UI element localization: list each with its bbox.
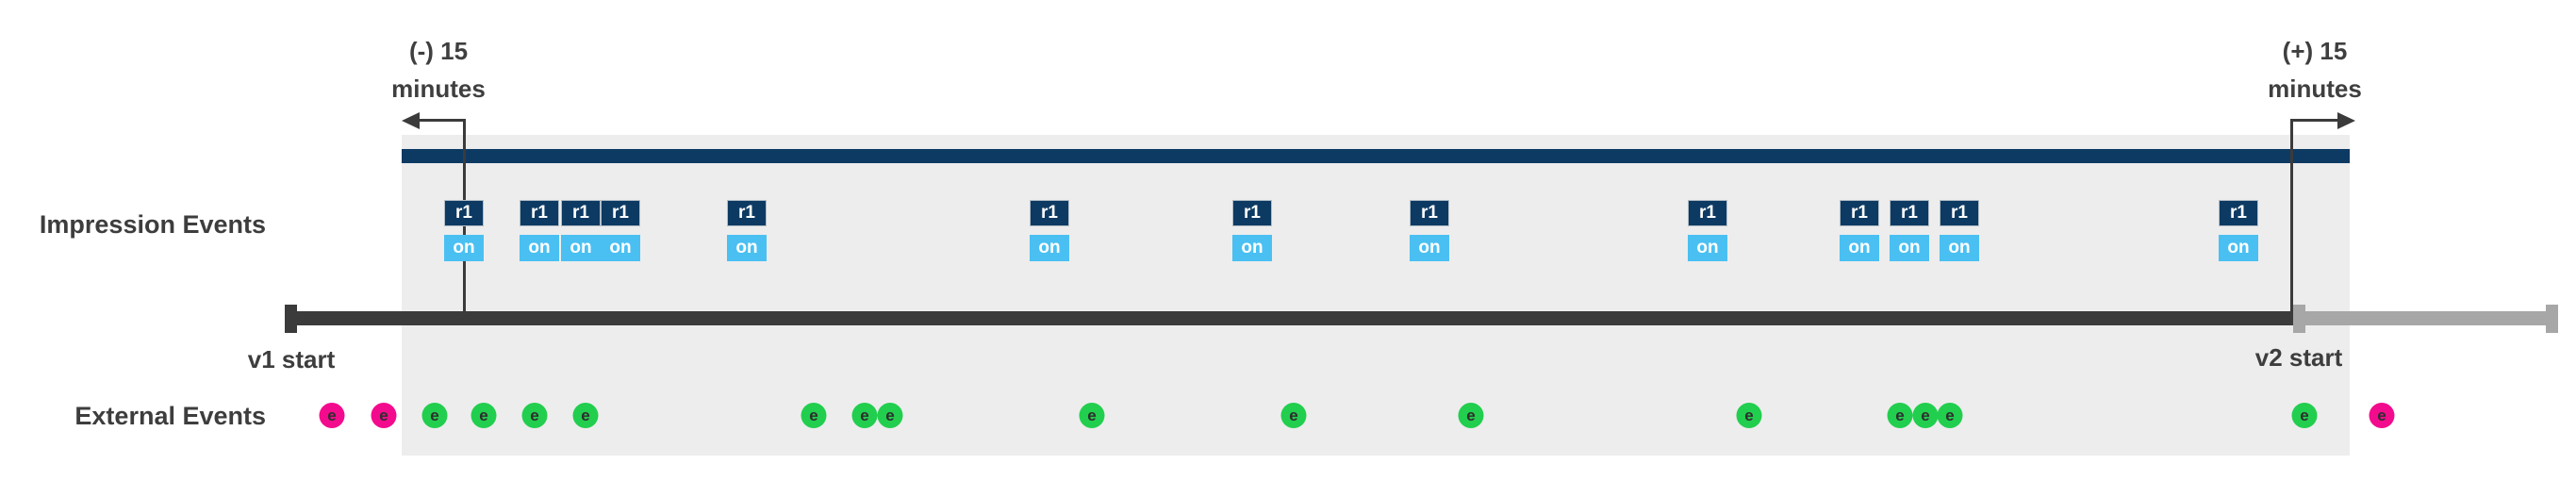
impression-badge-on: on [561, 235, 601, 261]
v1-start-cap [285, 305, 297, 333]
external-event-dot-green: e [1937, 403, 1963, 428]
impression-badge-r1: r1 [1030, 200, 1069, 226]
v2-start-label: v2 start [2254, 343, 2343, 372]
minus-15-line1: (-) 15 [408, 37, 469, 65]
v1-start-label: v1 start [247, 345, 336, 373]
impression-badge-r1: r1 [2219, 200, 2258, 226]
minus-15-line2: minutes [391, 75, 486, 103]
external-event-dot-green: e [851, 403, 878, 428]
campaign-bar [402, 149, 2350, 163]
minus-arrow-shaft [415, 119, 465, 122]
impression-badge-on: on [601, 235, 640, 261]
impression-badge-on: on [1410, 235, 1449, 261]
impression-badge-on: on [1840, 235, 1879, 261]
impression-badge-r1: r1 [727, 200, 767, 226]
experiment-window-band [402, 135, 2350, 456]
external-event-dot-green: e [1458, 403, 1484, 428]
external-event-dot-green: e [572, 403, 599, 428]
impression-badge-on: on [727, 235, 767, 261]
plus-arrow-shaft [2291, 119, 2341, 122]
plus-arrow-right-icon [2337, 112, 2355, 129]
impression-badge-r1: r1 [444, 200, 484, 226]
plus-15-line1: (+) 15 [2282, 37, 2348, 65]
impression-badge-r1: r1 [601, 200, 640, 226]
plus-window-connector-line [2290, 119, 2293, 312]
external-event-dot-green: e [1887, 403, 1913, 428]
impression-badge-on: on [1890, 235, 1929, 261]
impression-badge-on: on [1940, 235, 1979, 261]
minus-15-minutes-label: (-) 15 minutes [335, 32, 542, 108]
external-event-dot-green: e [801, 403, 827, 428]
external-event-dot-pink: e [2369, 403, 2395, 428]
timeline-v1-segment [285, 311, 2294, 325]
impression-events-label: Impression Events [39, 210, 266, 239]
impression-badge-on: on [1688, 235, 1727, 261]
impression-badge-r1: r1 [1840, 200, 1879, 226]
external-event-dot-green: e [2291, 403, 2318, 428]
external-event-dot-green: e [521, 403, 548, 428]
impression-badge-r1: r1 [520, 200, 559, 226]
external-event-dot-green: e [1079, 403, 1105, 428]
external-event-dot-green: e [1912, 403, 1939, 428]
impression-badge-r1: r1 [1688, 200, 1727, 226]
impression-badge-r1: r1 [1890, 200, 1929, 226]
impression-badge-on: on [520, 235, 559, 261]
timeline-v2-segment [2293, 311, 2558, 325]
external-event-dot-pink: e [319, 403, 345, 428]
external-event-dot-green: e [421, 403, 448, 428]
impression-badge-on: on [2219, 235, 2258, 261]
impression-badge-on: on [444, 235, 484, 261]
plus-15-minutes-label: (+) 15 minutes [2211, 32, 2419, 108]
external-events-label: External Events [74, 402, 266, 430]
external-event-dot-green: e [1280, 403, 1307, 428]
v2-start-cap [2293, 305, 2305, 333]
impression-badge-r1: r1 [1410, 200, 1449, 226]
impression-badge-on: on [1232, 235, 1272, 261]
external-event-dot-green: e [471, 403, 497, 428]
external-event-dot-pink: e [371, 403, 397, 428]
external-event-dot-green: e [877, 403, 903, 428]
plus-15-line2: minutes [2268, 75, 2362, 103]
timeline-end-cap [2546, 305, 2558, 333]
impression-badge-r1: r1 [1232, 200, 1272, 226]
external-event-dot-green: e [1736, 403, 1762, 428]
impression-badge-r1: r1 [561, 200, 601, 226]
minus-arrow-left-icon [402, 112, 420, 129]
impression-badge-r1: r1 [1940, 200, 1979, 226]
impression-badge-on: on [1030, 235, 1069, 261]
